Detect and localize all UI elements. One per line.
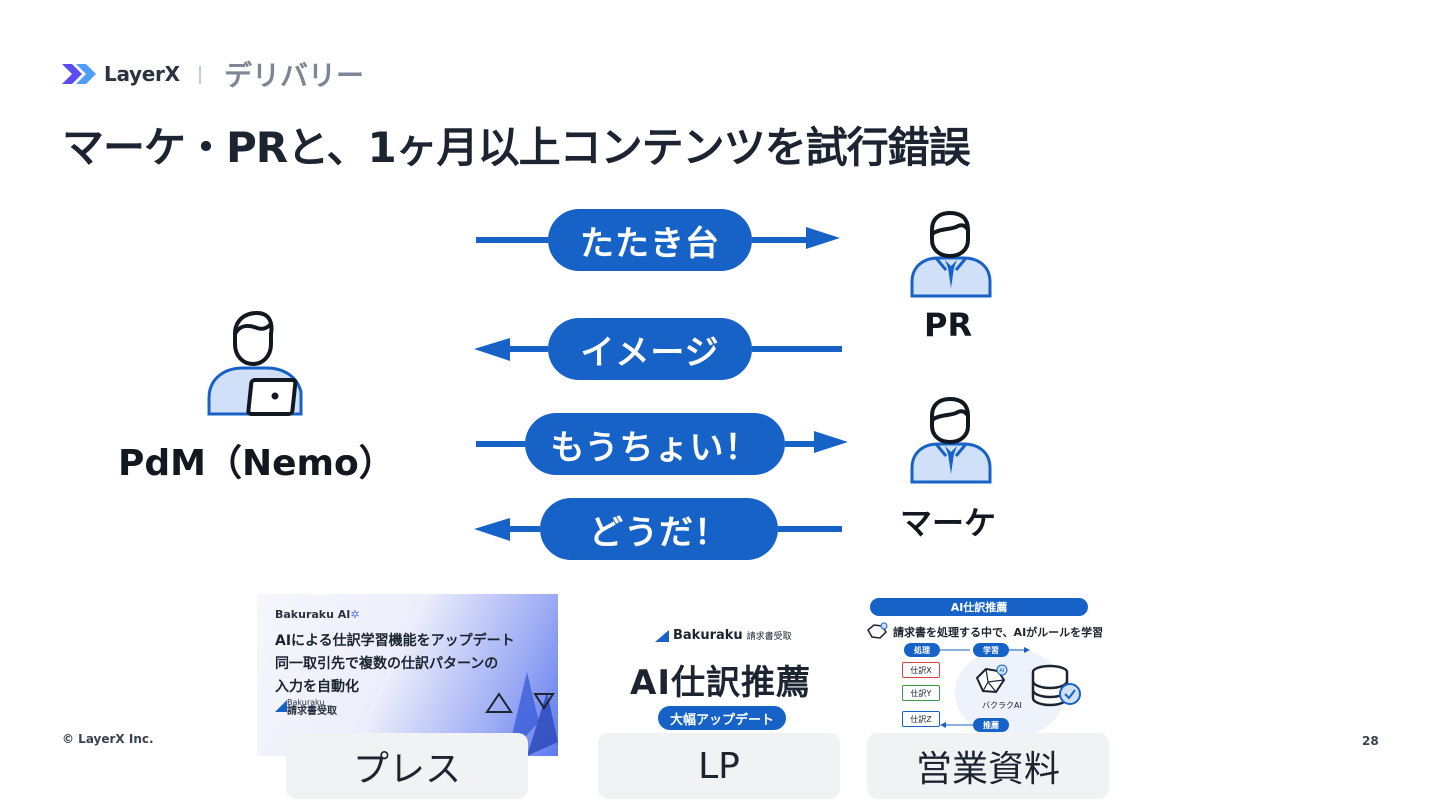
card-label-lp: LP [598, 733, 840, 799]
sales-item-z: 仕訳Z [902, 711, 940, 727]
copyright: © LayerX Inc. [62, 732, 154, 746]
press-headline-line: 入力を自動化 [275, 679, 359, 695]
pr-person-icon [910, 210, 992, 298]
pr-label: PR [924, 306, 973, 344]
sales-item-y: 仕訳Y [902, 685, 940, 701]
layerx-logo: LayerX [62, 60, 180, 88]
arrow-from-pr [474, 338, 842, 361]
press-headline-line: AIによる仕訳学習機能をアップデート [275, 633, 515, 649]
page-title: マーケ・PRと、1ヶ月以上コンテンツを試行錯誤 [62, 123, 971, 172]
exchange-label-how-is-it: どうだ！ [540, 498, 778, 560]
page-number: 28 [1362, 734, 1379, 748]
exchange-label-a-bit-more: もうちょい！ [525, 413, 785, 475]
lp-badge: 大幅アップデート [658, 706, 786, 730]
press-headline-line: 同一取引先で複数の仕訳パターンの [275, 656, 499, 672]
ai-brain-icon [867, 622, 888, 639]
pdm-person-icon [207, 310, 303, 416]
bakuraku-mark-icon [275, 700, 287, 712]
arrow-from-marketing [474, 518, 842, 541]
sales-flow-arrows [940, 647, 1030, 728]
sales-subtitle: 請求書を処理する中で、AIがルールを学習 [893, 626, 1104, 639]
lp-brand: Bakuraku 請求書受取 [655, 628, 792, 643]
layerx-logo-icon [62, 64, 96, 84]
exchange-label-image: イメージ [548, 318, 752, 380]
sales-recommend-chip: 推薦 [973, 718, 1009, 732]
arrow-to-marketing [476, 431, 848, 453]
sales-item-x: 仕訳X [902, 662, 940, 678]
press-thumbnail: Bakuraku AI✲ AIによる仕訳学習機能をアップデート 同一取引先で複数… [257, 594, 558, 756]
press-brand: Bakuraku AI✲ [275, 608, 360, 621]
sales-process-chip: 処理 [904, 643, 940, 657]
sparkle-icon: ✲ [350, 608, 360, 621]
marketing-label: マーケ [900, 504, 997, 542]
sales-learn-chip: 学習 [973, 643, 1009, 657]
database-check-icon [1031, 664, 1081, 707]
sales-ai-name: バクラクAI [982, 701, 1022, 710]
pdm-label: PdM（Nemo） [118, 443, 395, 484]
svg-text:AI: AI [1000, 668, 1005, 674]
arrow-to-pr [476, 227, 840, 249]
section-label: デリバリー [224, 59, 365, 92]
card-label-sales-material: 営業資料 [867, 733, 1109, 799]
sales-header: AI仕訳推薦 [870, 598, 1088, 616]
marketing-person-icon [910, 396, 992, 484]
logo-text: LayerX [104, 62, 180, 86]
card-label-press: プレス [286, 733, 528, 799]
bakuraku-mark-icon [655, 629, 669, 642]
lp-title: AI仕訳推薦 [630, 663, 811, 703]
ai-brain-icon: AI [975, 664, 1008, 694]
header-divider [199, 66, 201, 84]
exchange-label-draft: たたき台 [548, 209, 752, 271]
